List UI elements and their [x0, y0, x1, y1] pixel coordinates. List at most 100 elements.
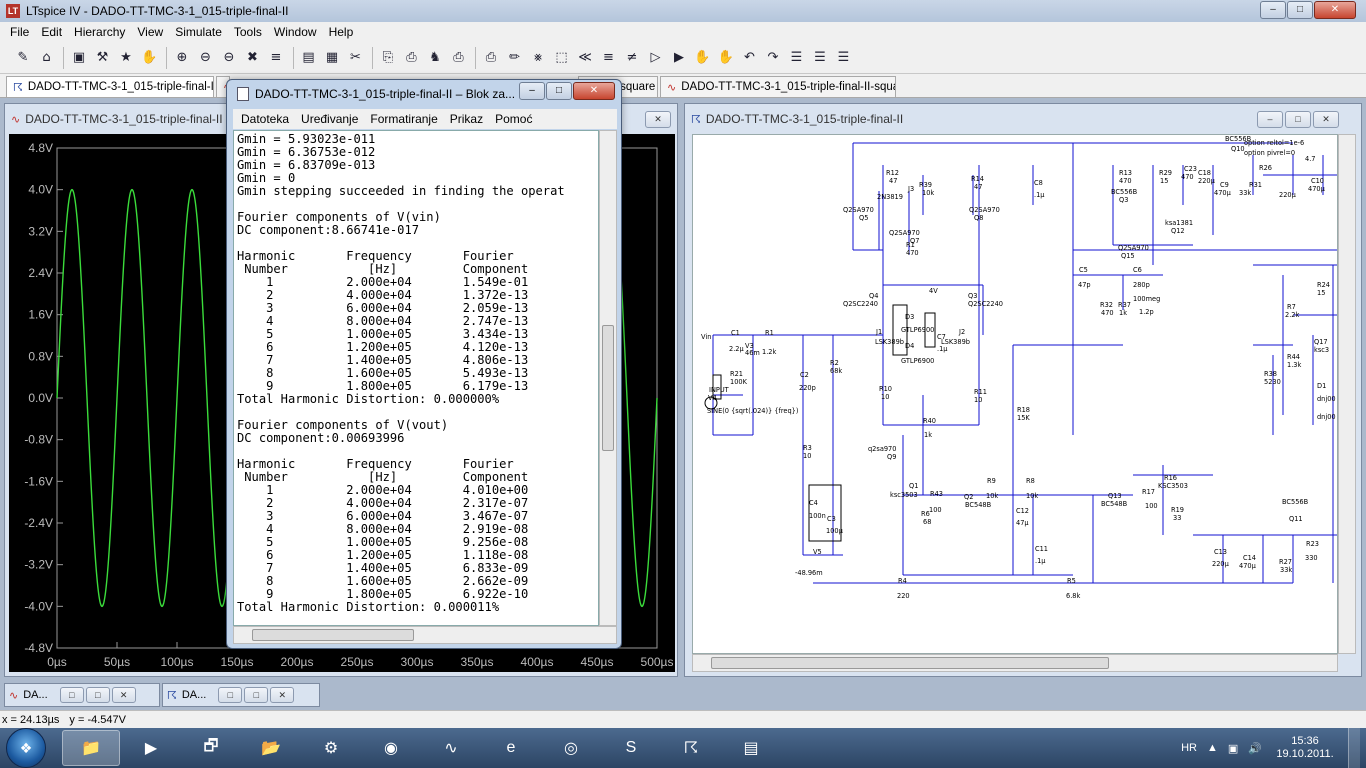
language-indicator[interactable]: HR	[1181, 742, 1197, 754]
toolbar-tool-icon[interactable]: ⨳	[533, 50, 543, 65]
volume-icon[interactable]: 🔊	[1248, 742, 1262, 755]
toolbar-tool-icon[interactable]: ▣	[72, 50, 86, 65]
toolbar-tool-icon[interactable]: ✋	[717, 50, 735, 65]
toolbar-tool-icon[interactable]: ⎘	[382, 50, 394, 65]
taskbar-app-icon[interactable]: ◉	[384, 740, 398, 757]
show-desktop-button[interactable]	[1348, 728, 1360, 768]
tab-waveform-square-full[interactable]: ∿ DADO-TT-TMC-3-1_015-triple-final-II-sq…	[660, 76, 896, 97]
schematic-window[interactable]: ☈ DADO-TT-TMC-3-1_015-triple-final-II – …	[684, 103, 1362, 677]
close-icon[interactable]: ✕	[1313, 111, 1339, 128]
notepad-minimize-button[interactable]: –	[519, 82, 545, 100]
toolbar-tool-icon[interactable]: ⊖	[223, 50, 235, 65]
toolbar-tool-icon[interactable]: ↶	[744, 50, 755, 65]
restore-icon[interactable]: □	[218, 687, 243, 703]
toolbar-tool-icon[interactable]: ⌂	[42, 50, 51, 65]
taskbar-app-icon[interactable]: ⚙	[323, 740, 339, 757]
menu-help[interactable]: Help	[328, 25, 354, 39]
notepad-menu-item[interactable]: Pomoć	[495, 112, 533, 126]
toolbar-tool-icon[interactable]: ≪	[578, 50, 592, 65]
toolbar-tool-icon[interactable]: ▤	[302, 50, 315, 65]
scroll-thumb[interactable]	[252, 629, 414, 641]
taskbar-app-icon[interactable]: S	[625, 739, 637, 756]
menu-window[interactable]: Window	[273, 25, 317, 39]
menu-hierarchy[interactable]: Hierarchy	[74, 25, 126, 39]
menu-edit[interactable]: Edit	[41, 25, 63, 39]
menu-simulate[interactable]: Simulate	[175, 25, 222, 39]
close-button[interactable]: ✕	[1314, 1, 1356, 19]
toolbar-tool-icon[interactable]: ✎	[17, 50, 29, 65]
schematic-component[interactable]	[892, 304, 908, 356]
scroll-thumb[interactable]	[711, 657, 1109, 669]
notepad-horizontal-scrollbar[interactable]	[233, 626, 617, 644]
minimize-button[interactable]: –	[1260, 1, 1286, 19]
maximize-button[interactable]: □	[1287, 1, 1313, 19]
notepad-text-area[interactable]: Gmin = 5.93023e-011 Gmin = 6.36753e-012 …	[233, 130, 599, 626]
toolbar-tool-icon[interactable]: ⎙	[453, 50, 464, 65]
toolbar-tool-icon[interactable]: ⊖	[200, 50, 211, 65]
minimize-icon[interactable]: –	[1257, 111, 1283, 128]
toolbar-tool-icon[interactable]: ✋	[694, 50, 711, 65]
minimized-schematic-window[interactable]: ☈ DA... □ □ ✕	[162, 683, 320, 707]
schematic-horizontal-scrollbar[interactable]	[692, 654, 1338, 672]
taskbar-app-icon[interactable]: ▤	[743, 740, 759, 757]
toolbar-tool-icon[interactable]: ≡	[603, 50, 614, 65]
schematic-component[interactable]	[808, 484, 842, 542]
tray-expand-icon[interactable]: ▲	[1207, 742, 1218, 754]
notepad-vertical-scrollbar[interactable]	[599, 130, 617, 626]
close-icon[interactable]: ✕	[645, 111, 671, 128]
toolbar-tool-icon[interactable]: ☰	[814, 50, 826, 65]
menu-view[interactable]: View	[137, 25, 164, 39]
toolbar-tool-icon[interactable]: ★	[120, 50, 132, 65]
toolbar-tool-icon[interactable]: ♞	[429, 50, 441, 65]
taskbar-app-icon[interactable]: 🗗	[203, 737, 219, 755]
close-icon[interactable]: ✕	[111, 687, 136, 703]
toolbar-tool-icon[interactable]: ↷	[767, 50, 779, 65]
notepad-menu-item[interactable]: Formatiranje	[370, 112, 438, 126]
notepad-maximize-button[interactable]: □	[546, 82, 572, 100]
toolbar-tool-icon[interactable]: ✋	[141, 50, 158, 65]
taskbar-app-icon[interactable]: e	[506, 739, 516, 756]
toolbar-tool-icon[interactable]: ⊕	[176, 50, 188, 65]
taskbar-app-icon[interactable]: 📁	[62, 730, 120, 766]
taskbar-app-icon[interactable]: 📂	[261, 740, 281, 757]
maximize-icon[interactable]: □	[244, 687, 269, 703]
schematic-component[interactable]	[924, 312, 936, 348]
toolbar-tool-icon[interactable]: ▷	[650, 50, 661, 65]
toolbar-tool-icon[interactable]: ☰	[790, 50, 803, 65]
restore-icon[interactable]: □	[59, 687, 84, 703]
toolbar-tool-icon[interactable]: ✏	[509, 50, 520, 65]
menu-file[interactable]: File	[10, 25, 30, 39]
scroll-thumb[interactable]	[602, 325, 614, 451]
start-button[interactable]: ❖	[6, 728, 46, 768]
menu-tools[interactable]: Tools	[233, 25, 262, 39]
notepad-menu-item[interactable]: Prikaz	[449, 112, 484, 126]
clock[interactable]: 15:36 19.10.2011.	[1272, 735, 1338, 761]
taskbar-app-icon[interactable]: ∿	[444, 740, 458, 757]
taskbar-app-icon[interactable]: ◎	[564, 740, 578, 757]
tab-schematic[interactable]: ☈ DADO-TT-TMC-3-1_015-triple-final-II	[6, 76, 214, 97]
toolbar-tool-icon[interactable]: ▶	[674, 50, 684, 65]
toolbar-tool-icon[interactable]: ▦	[325, 50, 339, 65]
toolbar-tool-icon[interactable]: ⎙	[485, 50, 497, 65]
toolbar-tool-icon[interactable]: ✖	[247, 50, 258, 65]
toolbar-tool-icon[interactable]: ≡	[270, 50, 282, 65]
schematic-vertical-scrollbar[interactable]	[1338, 134, 1356, 654]
maximize-icon[interactable]: □	[85, 687, 110, 703]
toolbar-tool-icon[interactable]: ✂	[350, 50, 361, 65]
toolbar-tool-icon[interactable]: ≠	[626, 50, 638, 65]
toolbar-tool-icon[interactable]: ⬚	[555, 50, 568, 65]
minimized-waveform-window[interactable]: ∿ DA... □ □ ✕	[4, 683, 160, 707]
voltage-source-symbol[interactable]	[704, 396, 718, 410]
close-icon[interactable]: ✕	[270, 687, 295, 703]
notepad-menu-item[interactable]: Uređivanje	[301, 112, 359, 126]
schematic-component[interactable]	[712, 374, 722, 400]
toolbar-tool-icon[interactable]: ⎙	[406, 50, 417, 65]
notepad-menu-item[interactable]: Datoteka	[241, 112, 290, 126]
notepad-close-button[interactable]: ✕	[573, 82, 615, 100]
taskbar-app-icon[interactable]: ▶	[144, 740, 158, 757]
network-icon[interactable]: ▣	[1227, 742, 1239, 755]
toolbar-tool-icon[interactable]: ☰	[837, 50, 850, 65]
restore-icon[interactable]: □	[1285, 111, 1311, 128]
toolbar-tool-icon[interactable]: ⚒	[96, 50, 109, 65]
